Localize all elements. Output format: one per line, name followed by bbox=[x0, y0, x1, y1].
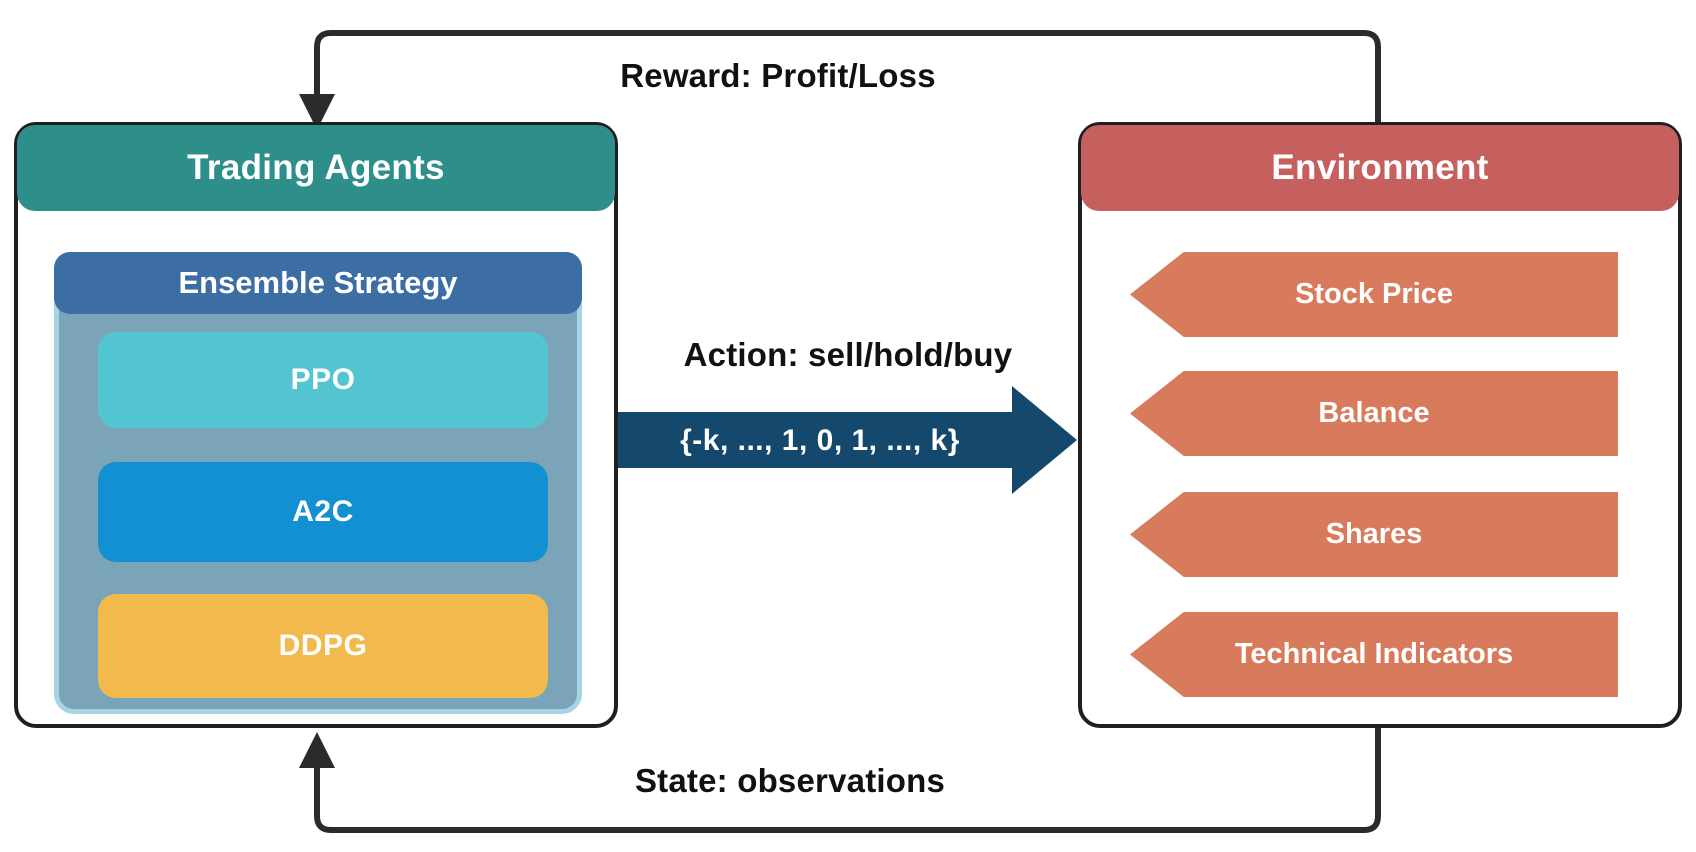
env-item-shares: Shares bbox=[1130, 492, 1618, 577]
action-arrow-icon bbox=[618, 386, 1077, 494]
state-label: State: observations bbox=[634, 762, 946, 799]
environment-header: Environment bbox=[1081, 125, 1679, 211]
reward-loop-arrow bbox=[299, 30, 1381, 130]
env-item-balance: Balance bbox=[1130, 371, 1618, 456]
ensemble-strategy-container: Ensemble Strategy PPO A2C DDPG bbox=[54, 252, 582, 714]
reward-label: Reward: Profit/Loss bbox=[620, 57, 936, 94]
env-item-technical-indicators: Technical Indicators bbox=[1130, 612, 1618, 697]
state-arrowhead-icon bbox=[299, 732, 335, 768]
algorithm-ppo: PPO bbox=[98, 332, 548, 428]
environment-box: Environment Stock Price Balance Shares T… bbox=[1078, 122, 1682, 728]
action-set-label: {-k, ..., 1, 0, 1, ..., k} bbox=[680, 424, 960, 457]
trading-agents-header: Trading Agents bbox=[17, 125, 615, 211]
env-item-stock-price: Stock Price bbox=[1130, 252, 1618, 337]
algorithm-a2c: A2C bbox=[98, 462, 548, 562]
trading-agents-box: Trading Agents Ensemble Strategy PPO A2C… bbox=[14, 122, 618, 728]
ensemble-strategy-header: Ensemble Strategy bbox=[54, 252, 582, 314]
algorithm-ddpg: DDPG bbox=[98, 594, 548, 698]
action-label: Action: sell/hold/buy bbox=[683, 336, 1013, 373]
state-loop-arrow bbox=[299, 726, 1381, 833]
reward-arrowhead-icon bbox=[299, 94, 335, 130]
